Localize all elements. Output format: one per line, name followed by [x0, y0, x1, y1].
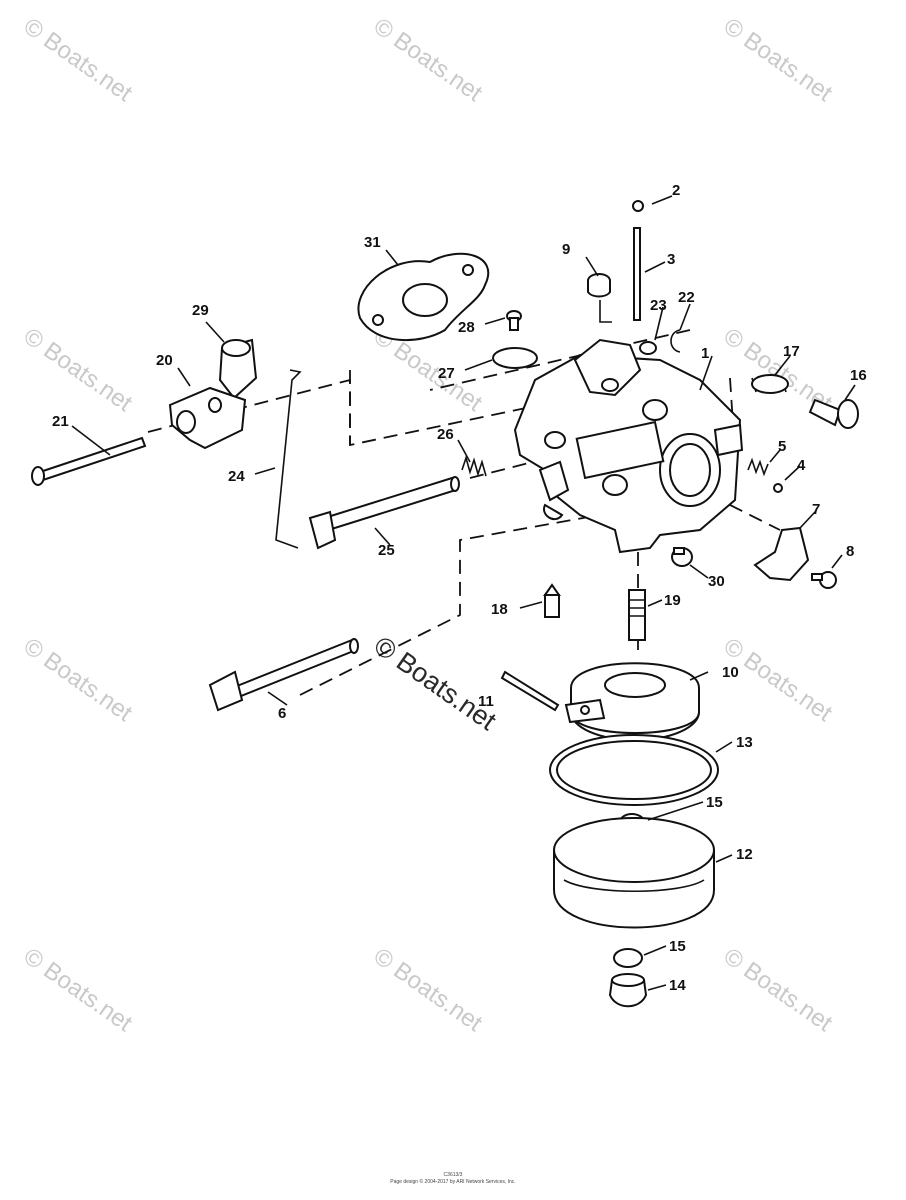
part-labels: 1 2 3 4 5 6 7 8 9 10 11 12 13 14 15 15 1… — [52, 182, 867, 994]
part-label: 7 — [812, 501, 820, 518]
leader-line — [599, 300, 612, 323]
leader-lines — [71, 195, 856, 991]
part-washer-15b[interactable] — [613, 948, 643, 968]
part-label: 25 — [378, 542, 395, 559]
part-rod-3[interactable] — [633, 227, 641, 321]
part-label: 11 — [478, 693, 494, 710]
part-label: 15 — [706, 794, 723, 811]
part-label: 2 — [672, 182, 680, 199]
watermark: © Boats.net — [369, 943, 488, 1037]
part-label: 18 — [491, 601, 508, 618]
footer: C3613/3 Page design © 2004-2017 by ARI N… — [390, 1172, 515, 1185]
part-label: 28 — [458, 319, 475, 336]
part-label: 29 — [192, 302, 209, 319]
part-label: 23 — [650, 297, 667, 314]
watermark: © Boats.net — [19, 13, 138, 107]
part-label: 3 — [667, 251, 675, 268]
part-ball-4[interactable] — [773, 483, 783, 493]
part-ball-2[interactable] — [632, 200, 644, 212]
part-diaphragm[interactable] — [492, 347, 538, 369]
part-screw-30[interactable] — [671, 547, 693, 567]
part-label: 31 — [364, 234, 381, 251]
part-label: 20 — [156, 352, 173, 369]
part-clip-22[interactable] — [670, 329, 681, 353]
part-label: 24 — [228, 468, 245, 485]
part-label: 8 — [846, 543, 854, 560]
part-screw-8[interactable] — [811, 571, 837, 589]
part-label: 26 — [437, 426, 454, 443]
part-label: 5 — [778, 438, 786, 455]
watermark: © Boats.net — [369, 13, 488, 107]
watermark: © Boats.net — [719, 13, 838, 107]
part-fitting-29[interactable] — [218, 338, 258, 400]
part-label: 13 — [736, 734, 753, 751]
part-label: 14 — [669, 977, 686, 994]
part-label: 19 — [664, 592, 681, 609]
part-plug-9[interactable] — [587, 273, 611, 298]
part-label: 10 — [722, 664, 739, 681]
footer-copyright: Page design © 2004-2017 by ARI Network S… — [390, 1178, 515, 1185]
part-carburetor-body[interactable] — [513, 338, 744, 554]
part-gasket-ring-13[interactable] — [549, 734, 719, 806]
part-float-10[interactable] — [564, 662, 700, 741]
part-label: 22 — [678, 289, 695, 306]
part-washer-23[interactable] — [639, 341, 657, 355]
part-label: 30 — [708, 573, 725, 590]
part-shaft-25[interactable] — [308, 476, 460, 550]
part-nozzle-19[interactable] — [628, 589, 646, 641]
part-label: 15 — [669, 938, 686, 955]
watermark: © Boats.net — [19, 943, 138, 1037]
part-drain-plug-14[interactable] — [608, 973, 648, 1008]
part-screw-16[interactable] — [808, 398, 859, 429]
part-jet-18[interactable] — [543, 583, 561, 618]
watermark: © Boats.net — [19, 323, 138, 417]
watermark: © Boats.net — [19, 633, 138, 727]
part-lever-7[interactable] — [753, 526, 810, 582]
part-label: 4 — [797, 457, 806, 474]
part-bracket-20[interactable] — [168, 386, 247, 450]
part-screw-28[interactable] — [506, 310, 522, 331]
part-throttle-shaft-6[interactable] — [208, 638, 359, 712]
part-link-24[interactable] — [275, 369, 302, 549]
watermark: © Boats.net — [719, 943, 838, 1037]
part-label: 1 — [701, 345, 709, 362]
part-spring-26[interactable] — [461, 455, 487, 477]
part-pin-21[interactable] — [31, 436, 147, 486]
part-spring-17[interactable] — [751, 374, 789, 394]
part-gasket[interactable] — [357, 252, 490, 342]
part-label: 6 — [278, 705, 286, 722]
part-pin-11[interactable] — [500, 670, 560, 712]
part-spring-5[interactable] — [747, 457, 769, 477]
part-label: 9 — [562, 241, 570, 258]
part-bowl-12[interactable] — [553, 817, 715, 929]
part-label: 12 — [736, 846, 753, 863]
part-label: 27 — [438, 365, 455, 382]
watermark: © Boats.net — [369, 630, 503, 736]
footer-code: C3613/3 — [444, 1172, 463, 1178]
part-label: 17 — [783, 343, 800, 360]
part-label: 21 — [52, 413, 69, 430]
part-label: 16 — [850, 367, 867, 384]
